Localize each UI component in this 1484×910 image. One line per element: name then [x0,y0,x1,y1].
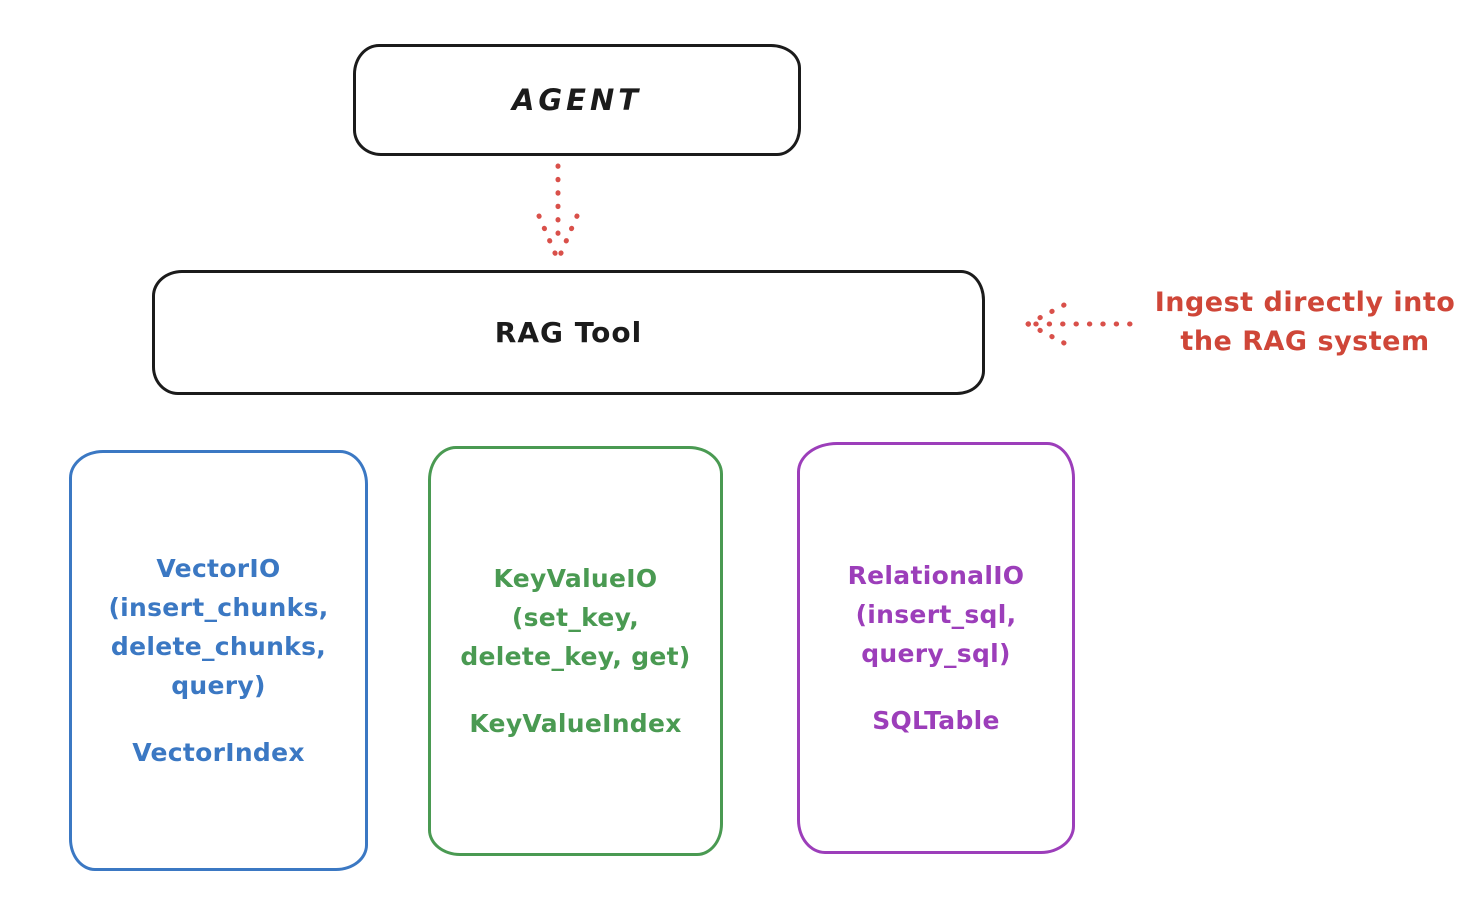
io-line: RelationalIO [847,561,1025,590]
io-line: query_sql) [861,639,1011,668]
rag-tool-box: RAG Tool [152,270,985,395]
agent-label: AGENT [511,83,643,117]
vector-index-label: VectorIndex [132,738,305,767]
io-line: (insert_sql, [855,600,1017,629]
io-line: (set_key, [511,603,640,632]
annotation-to-ragtool-arrow-icon [1025,302,1133,346]
vector-io-box: VectorIO (insert_chunks, delete_chunks, … [69,450,368,871]
agent-to-ragtool-arrow-icon [536,163,580,263]
keyvalue-io-lines: KeyValueIO (set_key, delete_key, get) [460,559,690,676]
agent-box: AGENT [353,44,801,156]
relational-io-lines: RelationalIO (insert_sql, query_sql) [848,556,1025,673]
keyvalue-index-label: KeyValueIndex [469,709,682,738]
sql-table-label: SQLTable [872,706,1000,735]
rag-tool-label: RAG Tool [494,316,643,349]
vector-io-lines: VectorIO (insert_chunks, delete_chunks, … [108,549,328,705]
ingest-annotation: Ingest directly into the RAG system [1135,283,1475,361]
relational-io-box: RelationalIO (insert_sql, query_sql) SQL… [797,442,1075,854]
ingest-annotation-line1: Ingest directly into [1154,287,1456,318]
ingest-annotation-line2: the RAG system [1180,326,1430,357]
keyvalue-io-box: KeyValueIO (set_key, delete_key, get) Ke… [428,446,723,856]
io-line: delete_chunks, [110,632,327,661]
io-line: KeyValueIO [493,564,658,593]
io-line: delete_key, get) [460,642,691,671]
io-line: VectorIO [156,554,281,583]
io-line: query) [171,671,266,700]
io-line: (insert_chunks, [108,593,329,622]
